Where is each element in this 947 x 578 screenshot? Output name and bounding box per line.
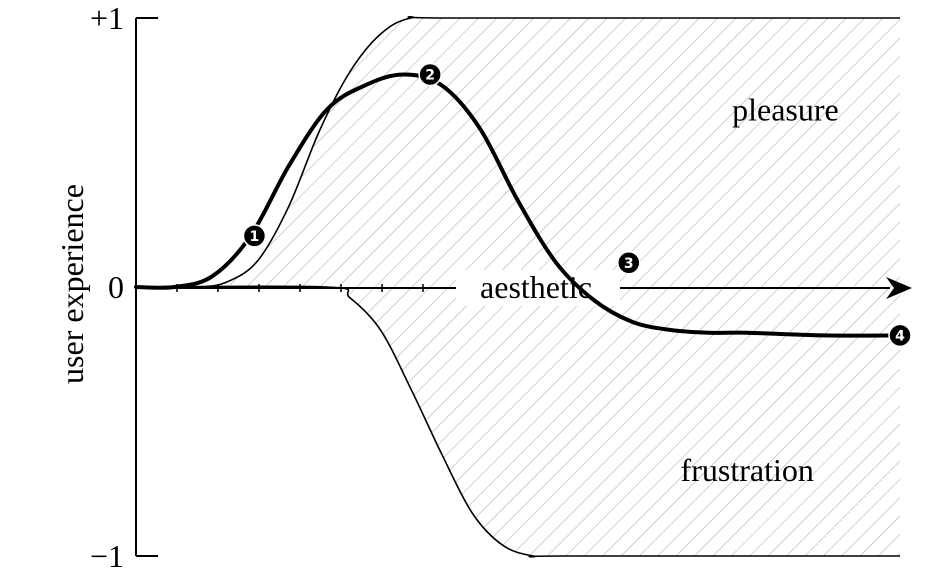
- point-marker-3: [617, 251, 641, 275]
- x-axis-arrowhead: [886, 277, 912, 299]
- point-marker-1: [242, 224, 267, 248]
- point-marker-4: [888, 323, 912, 348]
- point-marker-2: [418, 62, 442, 87]
- x-axis-label: aesthetic: [480, 269, 592, 305]
- y-tick-label: −1: [90, 538, 124, 574]
- pleasure-label: pleasure: [732, 91, 839, 127]
- y-tick-label: +1: [90, 0, 124, 36]
- point-label-3: 3: [624, 256, 634, 272]
- y-tick-label: 0: [108, 269, 124, 305]
- experience-points: 1 2 3 4: [242, 62, 912, 348]
- lower-bound-line: [135, 285, 900, 558]
- point-label-1: 1: [250, 229, 260, 245]
- y-axis-label: user experience: [54, 184, 90, 384]
- frustration-label: frustration: [681, 452, 814, 488]
- upper-bound-line: [135, 16, 900, 289]
- point-label-2: 2: [425, 67, 435, 83]
- point-label-4: 4: [895, 328, 905, 344]
- y-ticks: +1 0 −1: [90, 0, 158, 574]
